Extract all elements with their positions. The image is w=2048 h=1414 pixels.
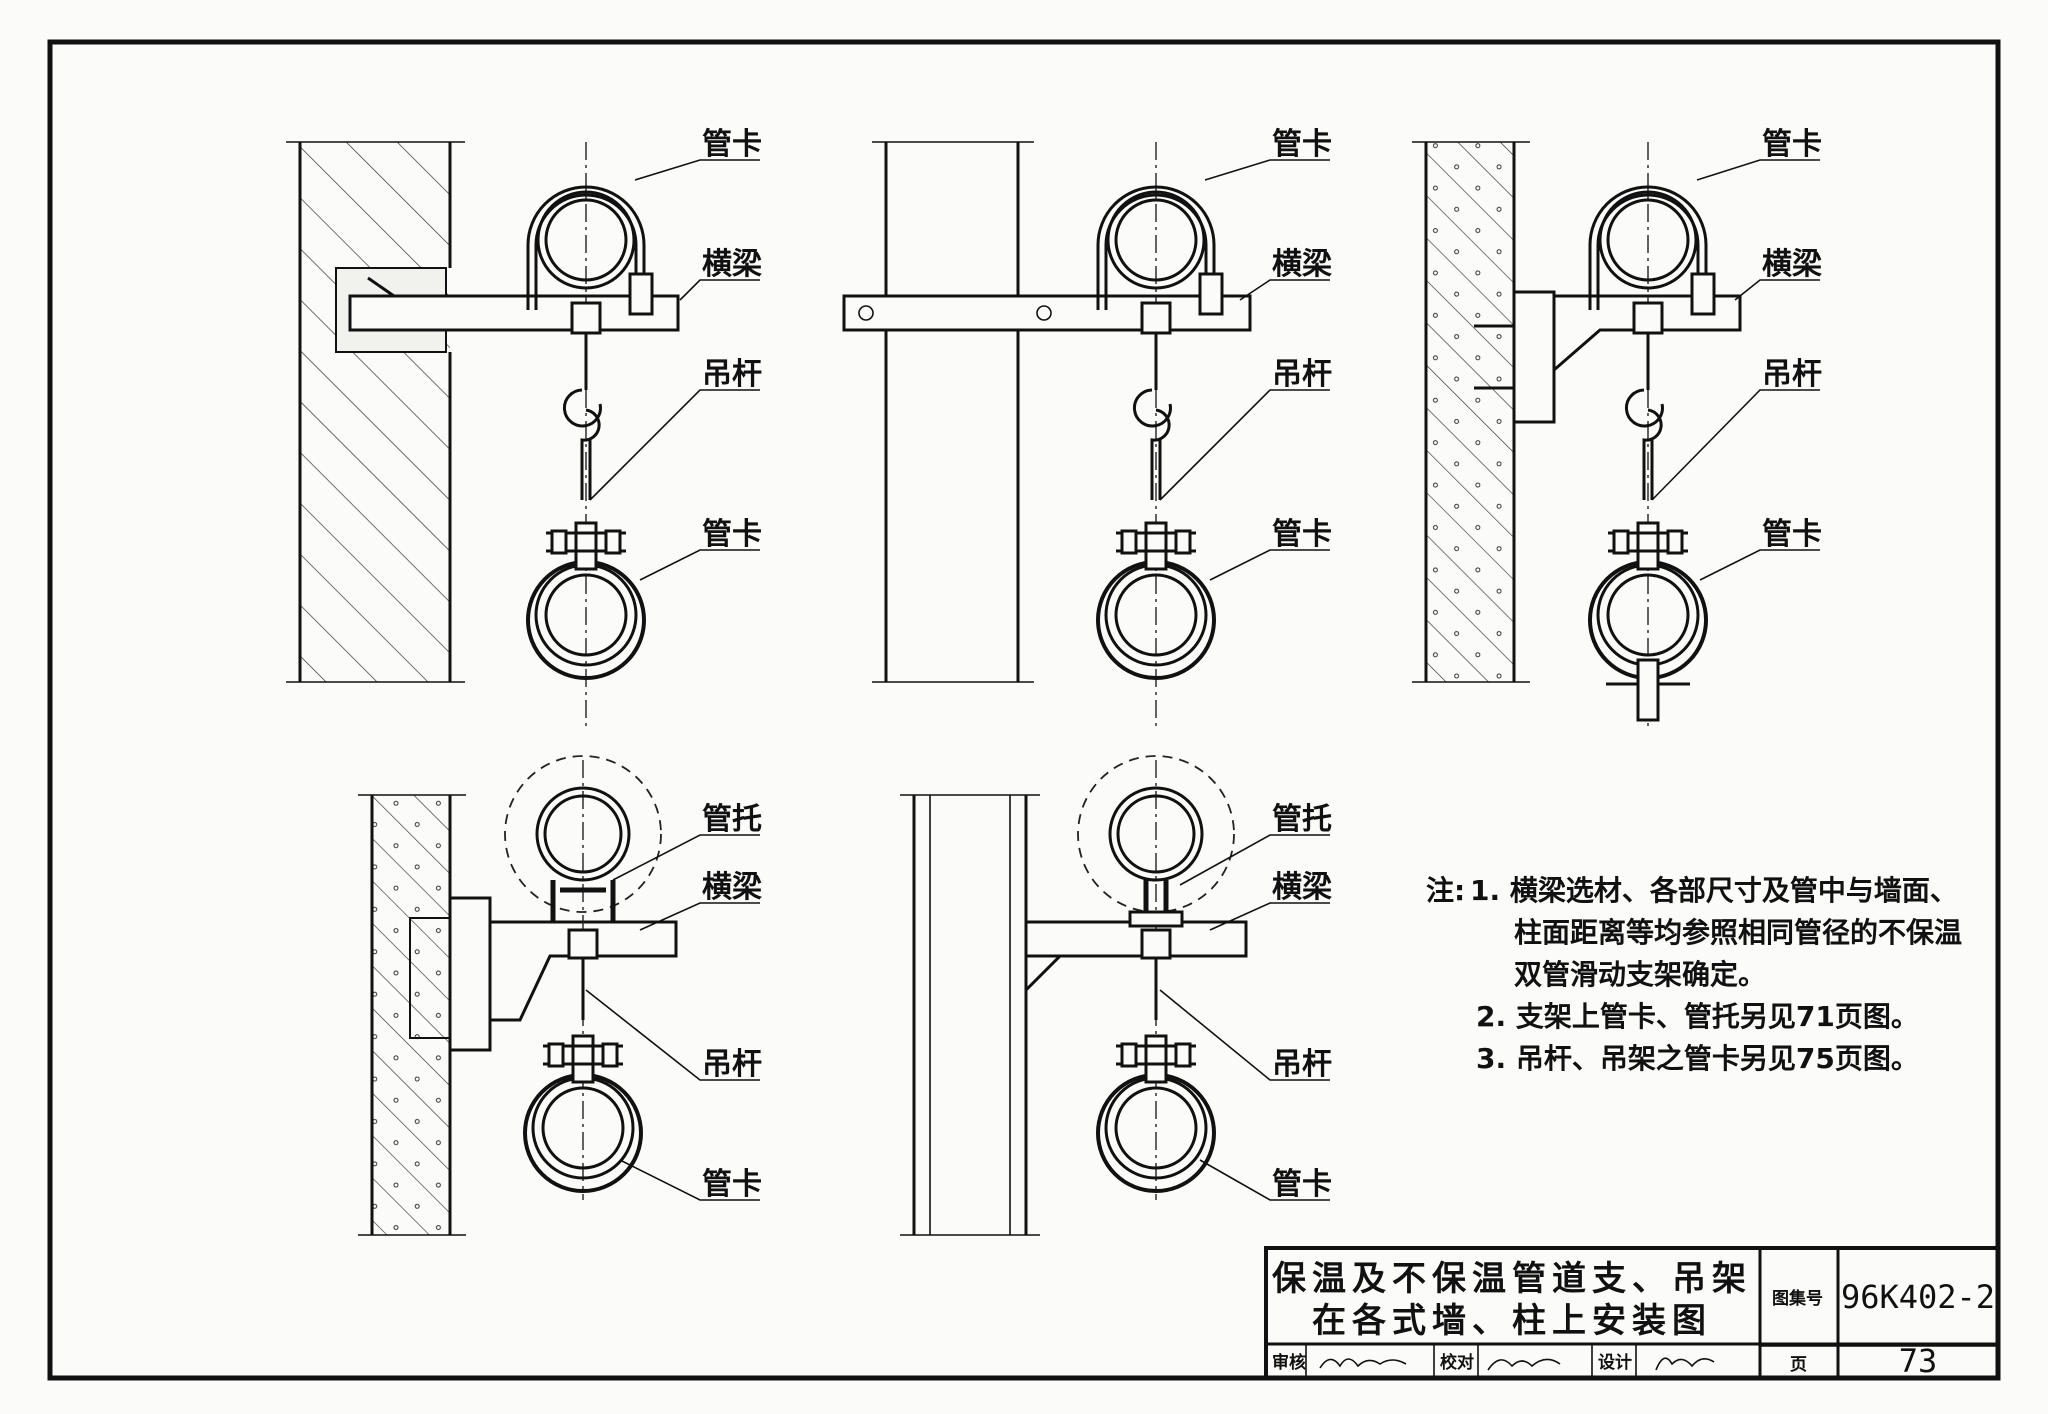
part-labels: 管卡 横梁 吊杆 管卡 管卡 横梁 吊杆 管卡 管卡 横梁 吊杆 管卡 管托 横… xyxy=(702,127,1822,1202)
check-label: 校对 xyxy=(1440,1352,1474,1373)
label-pipe-clamp: 管卡 xyxy=(702,127,762,162)
title-block: 保温及不保温管道支、吊架 在各式墙、柱上安装图 图集号 96K402-2 页 7… xyxy=(1264,1246,2000,1380)
detail-2-column xyxy=(842,141,1252,730)
detail-5-column-insulated xyxy=(900,755,1248,1236)
label-pipe-support: 管托 xyxy=(1272,802,1332,837)
notes-prefix: 注: xyxy=(1426,874,1465,907)
label-crossbeam: 横梁 xyxy=(1272,247,1332,282)
page-label: 页 xyxy=(1790,1355,1807,1375)
label-hanger-rod: 吊杆 xyxy=(702,357,762,392)
review-label: 审核 xyxy=(1272,1352,1306,1373)
label-pipe-clamp: 管卡 xyxy=(1762,127,1822,162)
label-pipe-clamp: 管卡 xyxy=(1762,517,1822,552)
note-1-cont: 柱面距离等均参照相同管径的不保温 xyxy=(1514,916,1962,949)
design-signature xyxy=(1655,1357,1715,1371)
label-hanger-rod: 吊杆 xyxy=(1272,1047,1332,1082)
label-hanger-rod: 吊杆 xyxy=(1272,357,1332,392)
review-signature xyxy=(1319,1358,1407,1369)
label-pipe-clamp: 管卡 xyxy=(702,1167,762,1202)
label-pipe-clamp: 管卡 xyxy=(702,517,762,552)
label-hanger-rod: 吊杆 xyxy=(1762,357,1822,392)
note-3: 3. 吊杆、吊架之管卡另见75页图。 xyxy=(1476,1042,1919,1075)
note-1-cont2: 双管滑动支架确定。 xyxy=(1514,958,1766,991)
check-signature xyxy=(1487,1358,1561,1371)
page-number: 73 xyxy=(1899,1342,1938,1380)
label-crossbeam: 横梁 xyxy=(1272,870,1332,905)
label-pipe-clamp: 管卡 xyxy=(1272,517,1332,552)
notes-block: 注: 1. 横梁选材、各部尺寸及管中与墙面、 柱面距离等均参照相同管径的不保温 … xyxy=(1426,874,1962,1075)
label-pipe-support: 管托 xyxy=(702,802,762,837)
leader-lines xyxy=(585,159,1820,1201)
detail-1-brick-wall xyxy=(286,141,680,730)
label-pipe-clamp: 管卡 xyxy=(1272,1167,1332,1202)
detail-4-wall-insulated xyxy=(358,755,678,1236)
label-crossbeam: 横梁 xyxy=(702,870,762,905)
note-2: 2. 支架上管卡、管托另见71页图。 xyxy=(1476,1000,1919,1033)
drawing-title-line2: 在各式墙、柱上安装图 xyxy=(1312,1301,1712,1341)
atlas-number: 96K402-2 xyxy=(1841,1278,1995,1316)
drawing-title-line1: 保温及不保温管道支、吊架 xyxy=(1272,1259,1752,1299)
label-crossbeam: 横梁 xyxy=(1762,247,1822,282)
detail-3-concrete-wall xyxy=(1412,141,1742,730)
label-pipe-clamp: 管卡 xyxy=(1272,127,1332,162)
label-hanger-rod: 吊杆 xyxy=(702,1047,762,1082)
atlas-number-label: 图集号 xyxy=(1772,1288,1823,1309)
label-crossbeam: 横梁 xyxy=(702,247,762,282)
note-1: 1. 横梁选材、各部尺寸及管中与墙面、 xyxy=(1470,874,1958,907)
design-label: 设计 xyxy=(1598,1352,1632,1373)
